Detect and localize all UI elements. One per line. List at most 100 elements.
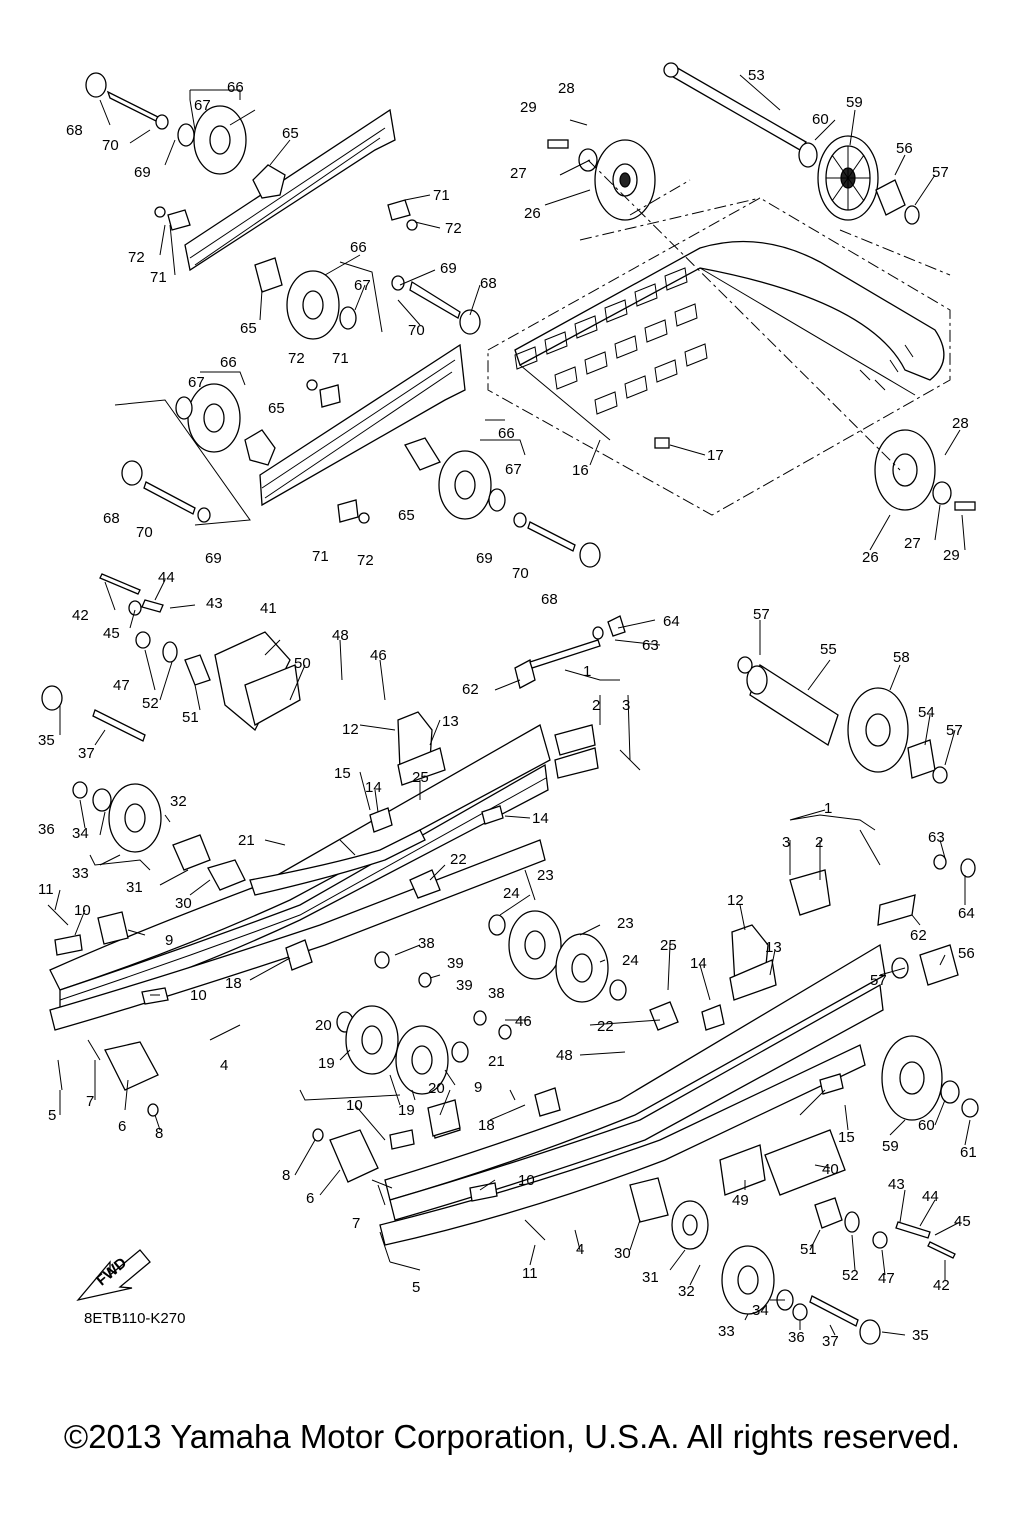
callout-label: 51	[182, 709, 199, 726]
callout-label: 63	[642, 637, 659, 654]
callout-label: 25	[412, 769, 429, 786]
callout-label: 20	[428, 1080, 445, 1097]
callout-label: 7	[86, 1093, 94, 1110]
diagram-code: 8ETB110-K270	[84, 1310, 185, 1327]
callout-label: 33	[72, 865, 89, 882]
track-assembly	[487, 197, 951, 516]
callout-label: 66	[498, 425, 515, 442]
callout-label: 24	[622, 952, 639, 969]
callout-label: 38	[418, 935, 435, 952]
callout-label: 17	[707, 447, 724, 464]
callout-label: 60	[918, 1117, 935, 1134]
callout-label: 43	[888, 1176, 905, 1193]
callout-label: 39	[447, 955, 464, 972]
callout-label: 21	[488, 1053, 505, 1070]
callout-label: 57	[932, 164, 949, 181]
callout-label: 67	[505, 461, 522, 478]
callout-label: 26	[524, 205, 541, 222]
callout-label: 7	[352, 1215, 360, 1232]
callout-label: 68	[66, 122, 83, 139]
callout-label: 42	[72, 607, 89, 624]
callout-label: 20	[315, 1017, 332, 1034]
callout-label: 23	[617, 915, 634, 932]
rear-axle-assembly	[663, 62, 920, 225]
upper-rail-assemblies	[85, 72, 601, 568]
callout-label: 8	[282, 1167, 290, 1184]
callout-label: 48	[556, 1047, 573, 1064]
callout-label: 63	[928, 829, 945, 846]
callout-label: 13	[765, 939, 782, 956]
callout-label: 37	[78, 745, 95, 762]
callout-label: 65	[282, 125, 299, 142]
callout-label: 35	[38, 732, 55, 749]
callout-label: 3	[782, 834, 790, 851]
callout-label: 1	[824, 800, 832, 817]
callout-label: 32	[170, 793, 187, 810]
callout-label: 10	[346, 1097, 363, 1114]
callout-label: 29	[520, 99, 537, 116]
callout-label: 45	[103, 625, 120, 642]
callout-label: 72	[288, 350, 305, 367]
callout-label: 16	[572, 462, 589, 479]
callout-label: 37	[822, 1333, 839, 1350]
callout-label: 34	[72, 825, 89, 842]
callout-label: 72	[445, 220, 462, 237]
callout-label: 5	[48, 1107, 56, 1124]
callout-label: 39	[456, 977, 473, 994]
callout-label: 72	[128, 249, 145, 266]
callout-label: 10	[74, 902, 91, 919]
callout-label: 43	[206, 595, 223, 612]
callout-label: 70	[512, 565, 529, 582]
callout-label: 69	[440, 260, 457, 277]
callout-label: 2	[592, 697, 600, 714]
callout-label: 11	[522, 1265, 538, 1282]
callout-label: 36	[38, 821, 55, 838]
callout-label: 58	[893, 649, 910, 666]
callout-label: 42	[933, 1277, 950, 1294]
callout-label: 65	[240, 320, 257, 337]
callout-label: 12	[727, 892, 744, 909]
callout-label: 10	[518, 1172, 535, 1189]
callout-label: 28	[952, 415, 969, 432]
callout-label: 22	[597, 1018, 614, 1035]
callout-label: 10	[190, 987, 207, 1004]
callout-label: 69	[476, 550, 493, 567]
callout-label: 40	[822, 1161, 839, 1178]
callout-label: 23	[537, 867, 554, 884]
callout-label: 69	[205, 550, 222, 567]
callout-label: 30	[614, 1245, 631, 1262]
callout-label: 24	[503, 885, 520, 902]
callout-label: 15	[838, 1129, 855, 1146]
callout-label: 25	[660, 937, 677, 954]
callout-label: 14	[690, 955, 707, 972]
callout-label: 68	[541, 591, 558, 608]
callout-label: 1	[583, 663, 591, 680]
callout-label: 6	[306, 1190, 314, 1207]
callout-label: 45	[954, 1213, 971, 1230]
callout-label: 47	[113, 677, 130, 694]
callout-label: 60	[812, 111, 829, 128]
callout-label: 21	[238, 832, 255, 849]
callout-label: 34	[752, 1302, 769, 1319]
callout-label: 51	[800, 1241, 817, 1258]
callout-label: 70	[102, 137, 119, 154]
callout-label: 26	[862, 549, 879, 566]
callout-label: 22	[450, 851, 467, 868]
callout-label: 38	[488, 985, 505, 1002]
callout-label: 12	[342, 721, 359, 738]
callout-label: 4	[220, 1057, 228, 1074]
callout-label: 47	[878, 1270, 895, 1287]
lower-parts	[41, 573, 979, 1345]
callout-label: 44	[922, 1188, 939, 1205]
callout-label: 46	[370, 647, 387, 664]
callout-label: 5	[412, 1279, 420, 1296]
idler-wheels	[547, 139, 976, 511]
callout-label: 70	[408, 322, 425, 339]
callout-label: 59	[882, 1138, 899, 1155]
callout-label: 30	[175, 895, 192, 912]
callout-label: 50	[294, 655, 311, 672]
copyright-notice: ©2013 Yamaha Motor Corporation, U.S.A. A…	[63, 1418, 961, 1455]
callout-label: 33	[718, 1323, 735, 1340]
callout-label: 56	[958, 945, 975, 962]
callout-label: 44	[158, 569, 175, 586]
